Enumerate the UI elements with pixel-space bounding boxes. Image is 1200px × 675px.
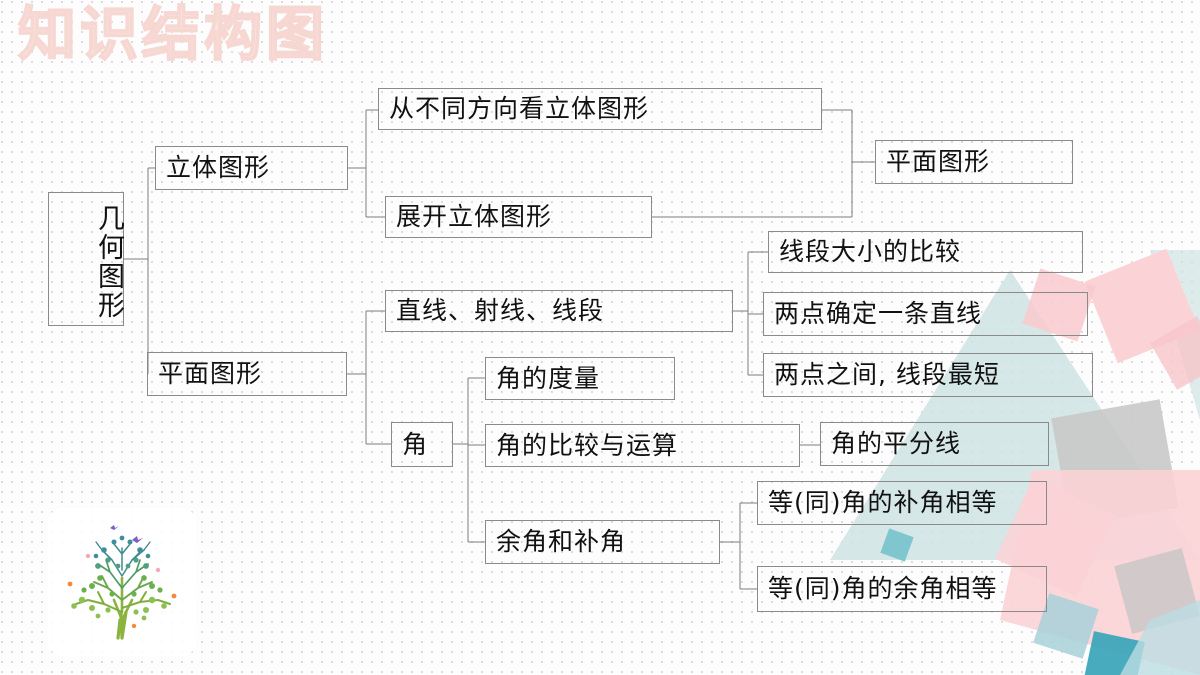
tree-leaves [67, 525, 177, 629]
node-complementary-supplementary[interactable]: 余角和补角 [485, 520, 720, 564]
node-angle-bisector[interactable]: 角的平分线 [820, 422, 1049, 466]
edge-root-to-children [124, 167, 155, 375]
edge-n13-to-n15-n16 [720, 502, 757, 590]
page-title: 知识结构图 [17, 2, 329, 67]
node-plane-figure-result[interactable]: 平面图形 [875, 140, 1073, 184]
node-unfold-solid[interactable]: 展开立体图形 [385, 196, 652, 238]
node-angle-comparison-operations[interactable]: 角的比较与运算 [485, 424, 800, 467]
node-angle-measurement[interactable]: 角的度量 [485, 357, 675, 400]
tree-logo [48, 508, 196, 656]
node-line-ray-segment[interactable]: 直线、射线、线段 [385, 290, 733, 332]
node-equal-complements[interactable]: 等(同)角的余角相等 [757, 566, 1047, 612]
node-two-points-one-line[interactable]: 两点确定一条直线 [763, 292, 1088, 336]
edge-n2-to-n6-n7 [347, 310, 391, 445]
node-root[interactable]: 几何图形 [48, 192, 124, 326]
node-view-solid-from-directions[interactable]: 从不同方向看立体图形 [378, 88, 822, 130]
edge-n3-n4-to-n5 [652, 109, 875, 218]
node-solid-figure[interactable]: 立体图形 [155, 146, 348, 190]
edge-n6-to-n8-n9-n10 [733, 251, 768, 376]
node-angle[interactable]: 角 [391, 422, 453, 467]
edge-n1-to-n3-n4 [348, 109, 385, 218]
node-plane-figure[interactable]: 平面图形 [147, 352, 347, 396]
node-compare-segment-size[interactable]: 线段大小的比较 [768, 231, 1083, 273]
node-equal-supplements[interactable]: 等(同)角的补角相等 [757, 481, 1047, 525]
edge-n7-to-n11-n12-n13 [453, 377, 485, 543]
node-shortest-segment[interactable]: 两点之间, 线段最短 [763, 353, 1093, 397]
